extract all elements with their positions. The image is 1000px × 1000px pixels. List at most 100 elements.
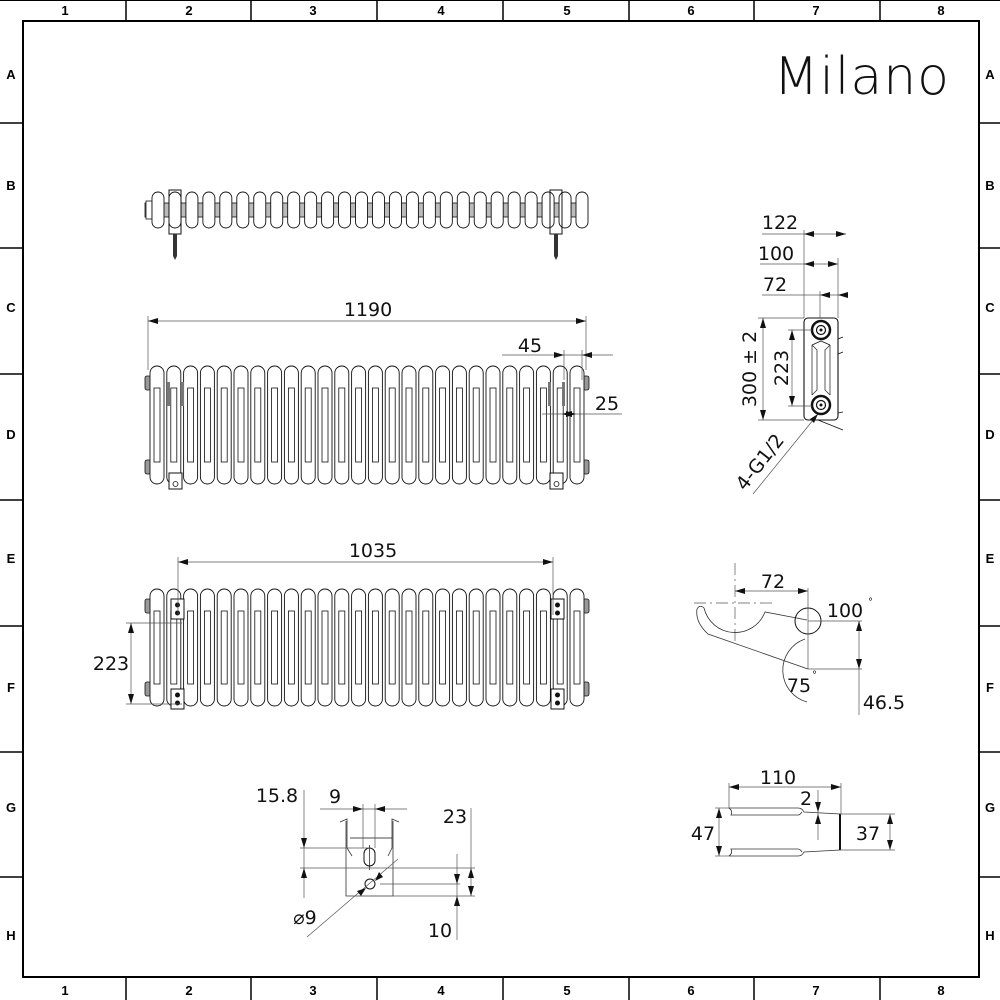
radiator-section: [541, 191, 555, 229]
dim-depth-mid: 100: [758, 243, 794, 265]
front-view-dimensions: 1190 45 25: [147, 299, 622, 417]
radiator-section: [304, 191, 318, 229]
dim-depth-section: 72: [763, 274, 787, 296]
grid-col-label: 2: [185, 3, 192, 18]
bracket-plate: [339, 818, 400, 897]
dim-offset: 25: [595, 393, 619, 415]
radiator-section: [270, 191, 284, 229]
dim-section-pitch: 45: [518, 335, 542, 357]
grid-row-label: D: [6, 427, 15, 442]
grid-row-label: F: [986, 680, 994, 695]
degree-symbol-top: °: [868, 597, 873, 608]
radiator-top-view: [144, 189, 589, 260]
radiator-front-view: [144, 365, 590, 490]
dim-inner-height: 37: [856, 823, 880, 845]
grid-col-label: 6: [687, 983, 694, 998]
dim-hole-diameter: ⌀9: [293, 907, 317, 929]
radiator-rear-view: [144, 588, 590, 710]
grid-row-label: G: [6, 800, 16, 815]
radiator-section: [524, 191, 538, 229]
radiator-section: [321, 191, 335, 229]
rear-view-dimensions: 1035 223: [93, 540, 554, 705]
radiator-section: [372, 191, 385, 229]
grid-row-label: C: [985, 300, 995, 315]
grid-col-label: 4: [437, 983, 445, 998]
radiator-section: [575, 191, 589, 229]
grid-col-label: 7: [812, 3, 819, 18]
radiator-section: [388, 191, 402, 229]
grid-row-label: A: [6, 67, 16, 82]
degree-symbol-bottom: °: [812, 670, 817, 681]
grid-row-labels-right: A B C D E F G H: [985, 67, 995, 943]
radiator-section: [168, 191, 182, 229]
bracket-profile-dimensions: 72 100 ° 75 ° 46.5: [735, 571, 905, 715]
dim-bracket-offset: 72: [761, 571, 785, 593]
radiator-section: [473, 191, 487, 229]
grid-row-label: H: [985, 928, 994, 943]
dim-bracket-spacing: 1035: [349, 540, 397, 562]
radiator-section: [490, 191, 504, 229]
grid-col-label: 3: [309, 3, 316, 18]
grid-row-label: E: [7, 551, 16, 566]
radiator-section: [219, 191, 233, 229]
grid-col-label: 1: [61, 983, 68, 998]
radiator-section: [405, 191, 419, 229]
wall-bracket: [550, 598, 565, 710]
dim-pipe-centres-side: 223: [771, 350, 793, 386]
dim-angle-top: 100: [827, 600, 863, 622]
bracket-plan-dimensions: 110 2 47 37: [691, 767, 895, 857]
radiator-section: [202, 191, 216, 229]
grid-col-label: 6: [687, 3, 694, 18]
grid-row-label: G: [985, 800, 995, 815]
grid-row-label: C: [6, 300, 16, 315]
radiator-section: [558, 191, 572, 229]
wall-bracket: [548, 382, 565, 490]
radiator-section: [151, 191, 165, 229]
dim-height-to-hole: 10: [428, 920, 452, 942]
radiator-section: [338, 191, 352, 229]
grid-col-label: 4: [437, 3, 445, 18]
dim-bracket-height: 46.5: [863, 692, 905, 714]
grid-row-label: D: [985, 427, 994, 442]
radiator-section: [355, 191, 368, 229]
brand-logo: Milano: [774, 47, 950, 107]
radiator-section: [236, 191, 250, 229]
radiator-section: [507, 191, 521, 229]
grid-col-label: 8: [937, 983, 944, 998]
dim-thickness: 2: [800, 788, 812, 810]
dim-angle-bottom: 75: [787, 675, 811, 697]
radiator-section: [287, 191, 301, 229]
radiator-side-view: [803, 317, 844, 431]
dim-slot-height: 15.8: [256, 785, 298, 807]
grid-row-label: E: [986, 551, 995, 566]
grid-row-label: B: [6, 178, 15, 193]
dim-pipe-centres: 223: [93, 653, 129, 675]
grid-row-label: A: [985, 67, 995, 82]
grid-col-label: 1: [61, 3, 68, 18]
grid-row-labels-left: A B C D E F G H: [6, 67, 16, 943]
grid-col-label: 7: [812, 983, 819, 998]
dim-overall-width: 1190: [344, 299, 392, 321]
grid-column-labels-top: 1 2 3 4 5 6 7 8: [61, 3, 944, 18]
grid-col-label: 2: [185, 983, 192, 998]
radiator-section: [456, 191, 470, 229]
grid-col-label: 8: [937, 3, 944, 18]
wall-bracket: [167, 382, 184, 490]
grid-col-label: 3: [309, 983, 316, 998]
dim-depth-overall: 122: [762, 212, 798, 234]
bracket-plan: [728, 807, 841, 857]
grid-row-label: B: [985, 178, 994, 193]
grid-row-label: H: [6, 928, 15, 943]
radiator-section: [185, 191, 199, 229]
dim-slot-width: 9: [329, 786, 341, 808]
grid-col-label: 5: [563, 3, 570, 18]
grid-col-label: 5: [563, 983, 570, 998]
dim-bracket-length: 110: [760, 767, 796, 789]
dim-outer-height: 47: [691, 823, 715, 845]
grid-row-label: F: [7, 680, 15, 695]
radiator-section: [253, 191, 267, 229]
bracket-plate-dimensions: 15.8 9 23 10 ⌀9: [256, 785, 475, 942]
radiator-section: [422, 191, 436, 229]
dim-height: 300 ± 2: [739, 331, 761, 407]
